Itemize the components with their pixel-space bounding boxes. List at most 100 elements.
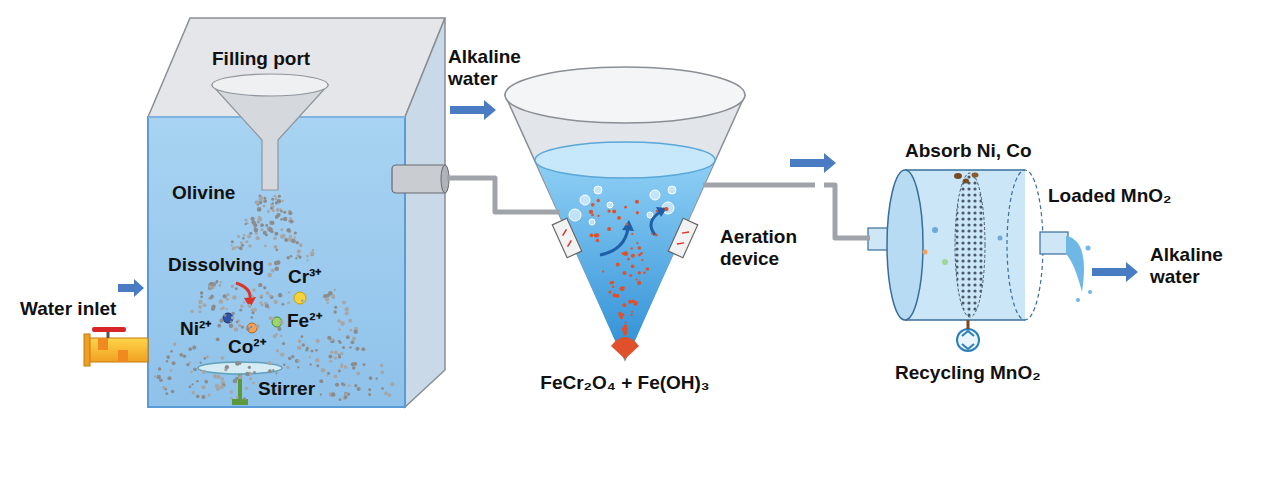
node-label: Stirrer bbox=[258, 378, 315, 400]
aeration-device bbox=[682, 229, 689, 235]
olivine-particle bbox=[260, 223, 264, 227]
outflow-splash bbox=[1088, 290, 1092, 294]
olivine-particle bbox=[272, 202, 274, 204]
olivine-particle bbox=[328, 355, 332, 359]
olivine-particle bbox=[306, 255, 309, 258]
olivine-particle bbox=[283, 217, 287, 221]
olivine-particle bbox=[339, 398, 342, 401]
olivine-particle bbox=[334, 289, 336, 291]
olivine-particle bbox=[263, 286, 266, 289]
olivine-particle bbox=[356, 372, 360, 376]
olivine-particle bbox=[335, 383, 339, 387]
olivine-particle bbox=[272, 317, 275, 320]
dissolving-arrow bbox=[236, 283, 250, 300]
olivine-particle bbox=[331, 294, 335, 298]
olivine-particle bbox=[265, 224, 268, 227]
mno2-filter bbox=[1040, 232, 1068, 254]
olivine-particle bbox=[321, 368, 325, 372]
olivine-particle bbox=[190, 371, 193, 374]
circulation-arrow bbox=[600, 228, 628, 255]
precipitate-particle bbox=[655, 233, 658, 236]
mno2-filter bbox=[954, 173, 962, 179]
precipitate-particle bbox=[620, 287, 624, 291]
olivine-particle bbox=[390, 382, 394, 386]
precipitate-particle bbox=[651, 233, 653, 235]
filter-box: Absorb Ni, CoLoaded MnO₂Recycling MnO₂ bbox=[870, 140, 1180, 400]
olivine-particle bbox=[270, 203, 273, 206]
olivine-particle bbox=[239, 246, 243, 250]
olivine-particle bbox=[264, 245, 267, 248]
olivine-particle bbox=[203, 357, 206, 360]
precipitate-particle bbox=[631, 254, 635, 258]
olivine-particle bbox=[247, 235, 251, 239]
precipitate-particle bbox=[624, 326, 628, 330]
olivine-particle bbox=[277, 327, 281, 331]
olivine-particle bbox=[327, 372, 330, 375]
olivine-particle bbox=[217, 324, 221, 328]
olivine-particle bbox=[226, 298, 229, 301]
olivine-particle bbox=[338, 354, 340, 356]
node-label: Olivine bbox=[172, 182, 235, 204]
olivine-particle bbox=[245, 219, 248, 222]
olivine-particle bbox=[338, 340, 341, 343]
olivine-particle bbox=[280, 210, 283, 213]
mno2-filter bbox=[963, 179, 969, 184]
precipitate-particle bbox=[612, 210, 616, 214]
flow-arrow bbox=[118, 279, 144, 297]
olivine-particle bbox=[280, 228, 283, 231]
olivine-particle bbox=[253, 371, 256, 374]
olivine-particle bbox=[265, 234, 268, 237]
outflow-splash bbox=[1066, 236, 1092, 302]
olivine-particle bbox=[231, 285, 234, 288]
olivine-particle bbox=[353, 329, 357, 333]
precipitate-particle bbox=[635, 200, 639, 204]
olivine-particle bbox=[276, 208, 280, 212]
recycle-icon bbox=[962, 331, 974, 336]
olivine-particle bbox=[236, 321, 239, 324]
air-bubbles bbox=[589, 219, 595, 225]
air-bubbles bbox=[569, 209, 581, 221]
olivine-particle bbox=[259, 194, 261, 196]
olivine-particle bbox=[243, 234, 245, 236]
olivine-particle bbox=[289, 217, 292, 220]
inlet-valve bbox=[92, 327, 126, 332]
olivine-particle bbox=[341, 382, 344, 385]
olivine-particle bbox=[275, 372, 277, 374]
precipitate-particle bbox=[607, 227, 611, 231]
precipitate-particle bbox=[637, 246, 640, 249]
node-label: Cr³⁺ bbox=[288, 266, 321, 288]
olivine-particle bbox=[326, 375, 328, 377]
olivine-particle bbox=[350, 329, 353, 332]
flow-arrow bbox=[1092, 262, 1138, 282]
air-bubbles bbox=[668, 186, 676, 194]
mno2-filter bbox=[998, 236, 1003, 241]
olivine-particle bbox=[273, 237, 276, 240]
mno2-filter bbox=[972, 173, 979, 178]
olivine-particle bbox=[258, 283, 262, 287]
node-label: FeCr₂O₄ + Fe(OH)₃ bbox=[540, 372, 709, 394]
olivine-particle bbox=[270, 221, 273, 224]
inlet-valve bbox=[84, 334, 90, 366]
olivine-particle bbox=[346, 335, 350, 339]
aeration-device bbox=[566, 240, 573, 246]
olivine-particle bbox=[342, 300, 346, 304]
olivine-particle bbox=[230, 390, 232, 392]
olivine-particle bbox=[337, 319, 341, 323]
olivine-particle bbox=[345, 311, 349, 315]
olivine-particle bbox=[240, 241, 243, 244]
olivine-particle bbox=[268, 361, 272, 365]
olivine-particle bbox=[166, 355, 170, 359]
olivine-particle bbox=[275, 248, 278, 251]
olivine-particle bbox=[278, 195, 281, 198]
olivine-particle bbox=[260, 294, 263, 297]
olivine-particle bbox=[309, 363, 311, 365]
mno2-filter bbox=[887, 170, 1068, 320]
inlet-valve bbox=[86, 338, 148, 362]
olivine-particle bbox=[236, 246, 239, 249]
precipitate-particle bbox=[596, 239, 599, 242]
circulation-arrowhead bbox=[622, 207, 667, 231]
olivine-particle bbox=[234, 327, 238, 331]
olivine-particle bbox=[307, 259, 309, 261]
olivine-particle bbox=[249, 232, 252, 235]
